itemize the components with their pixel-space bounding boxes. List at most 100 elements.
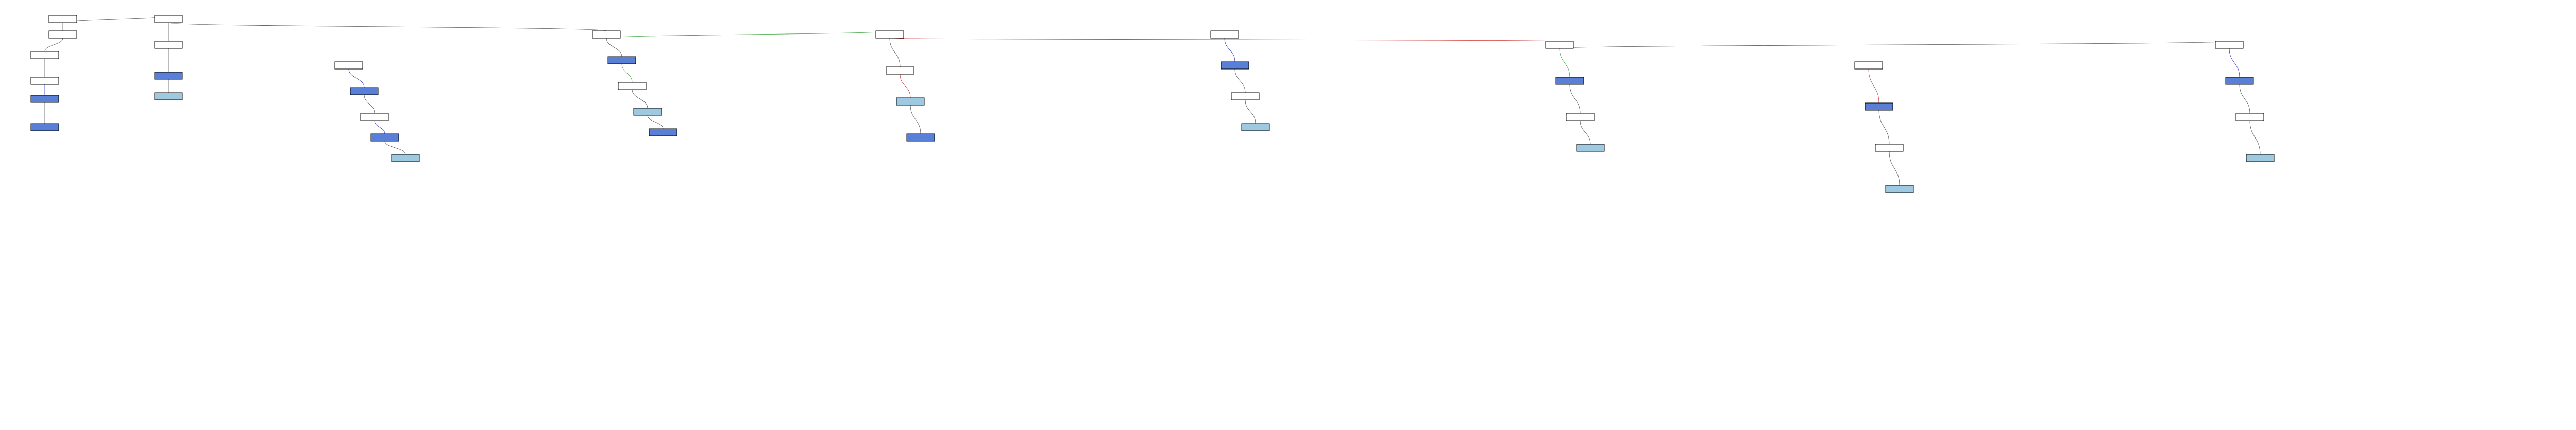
edge-n21-n29 — [889, 38, 1560, 42]
node-box — [875, 30, 904, 39]
node-box — [1875, 144, 1904, 152]
graph-node — [30, 95, 59, 103]
graph-node — [1241, 123, 1270, 131]
edge-n11-n12 — [348, 68, 365, 88]
graph-node — [370, 133, 399, 142]
edge-n27-n28 — [1245, 99, 1256, 124]
node-box — [1576, 144, 1605, 152]
node-box — [633, 108, 662, 116]
node-box — [48, 15, 77, 23]
node-box — [1210, 30, 1239, 39]
graph-node — [2215, 41, 2244, 49]
graph-node — [1231, 92, 1260, 100]
graph-node — [906, 133, 935, 142]
graph-node — [350, 87, 379, 95]
edge-n14-n15 — [384, 141, 406, 155]
node-box — [592, 30, 621, 39]
graph-node — [30, 77, 59, 85]
edge-n30-n31 — [1569, 84, 1581, 114]
graph-node — [607, 56, 636, 64]
edge-n21-n22 — [889, 38, 901, 67]
graph-node — [1566, 113, 1595, 121]
node-box — [1221, 61, 1249, 70]
edge-n19-n20 — [647, 115, 664, 129]
graph-node — [2246, 154, 2275, 162]
node-box — [30, 95, 59, 103]
node-box — [30, 77, 59, 85]
node-box — [2246, 154, 2275, 162]
node-box — [886, 66, 914, 75]
graph-node — [48, 15, 77, 23]
edge-n39-n40 — [2249, 120, 2261, 155]
node-box — [1555, 77, 1584, 85]
node-box — [1854, 61, 1883, 70]
node-box — [350, 87, 379, 95]
node-box — [30, 123, 59, 131]
graph-node — [48, 30, 77, 39]
graph-node — [154, 72, 183, 80]
edge-n16-n21 — [606, 30, 890, 39]
graph-node — [334, 61, 363, 70]
edge-n22-n23 — [900, 74, 911, 98]
node-box — [2235, 113, 2264, 121]
graph-node — [2235, 113, 2264, 121]
edges-layer — [44, 15, 2261, 186]
edge-n35-n36 — [1889, 151, 1900, 186]
node-box — [154, 41, 183, 49]
graph-node — [1555, 77, 1584, 85]
graph-node — [1854, 61, 1883, 70]
edge-n18-n19 — [632, 89, 648, 109]
graph-node — [886, 66, 914, 75]
graph-node — [592, 30, 621, 39]
edge-n16-n17 — [606, 38, 622, 57]
edge-n23-n24 — [910, 105, 921, 134]
node-box — [2225, 77, 2254, 85]
graph-node — [391, 154, 420, 162]
graph-node — [154, 41, 183, 49]
edge-n26-n27 — [1234, 68, 1246, 93]
graph-node — [154, 92, 183, 100]
graph-node — [30, 123, 59, 131]
edge-n34-n35 — [1878, 110, 1890, 145]
graph-node — [1875, 144, 1904, 152]
node-box — [1865, 102, 1893, 111]
edge-n13-n14 — [374, 120, 385, 134]
node-box — [896, 97, 925, 106]
edge-n33-n34 — [1868, 68, 1879, 104]
node-box — [649, 128, 677, 136]
graph-node — [1221, 61, 1249, 70]
node-box — [1241, 123, 1270, 131]
graph-node — [360, 113, 389, 121]
node-box — [154, 92, 183, 100]
node-box — [154, 15, 183, 23]
node-box — [607, 56, 636, 64]
node-box — [370, 133, 399, 142]
graph-node — [1865, 102, 1893, 111]
edge-n17-n18 — [621, 63, 633, 83]
node-box — [391, 154, 420, 162]
graph-node — [154, 15, 183, 23]
edge-n38-n39 — [2239, 84, 2250, 114]
graph-node — [633, 108, 662, 116]
edge-n25-n26 — [1224, 38, 1235, 62]
node-box — [906, 133, 935, 142]
graph-node — [1545, 41, 1574, 49]
node-box — [1885, 185, 1914, 193]
node-box — [1545, 41, 1574, 49]
edge-n7-n16 — [168, 22, 607, 31]
edge-n1-n7 — [62, 15, 169, 23]
node-box — [48, 30, 77, 39]
graph-node — [875, 30, 904, 39]
nodes-layer — [30, 15, 2275, 193]
edge-n12-n13 — [364, 94, 375, 114]
node-box — [2215, 41, 2244, 49]
edge-n29-n37 — [1559, 41, 2230, 49]
edge-n31-n32 — [1580, 120, 1591, 145]
graph-node — [1885, 185, 1914, 193]
edge-n37-n38 — [2229, 48, 2240, 78]
edge-n29-n30 — [1559, 48, 1570, 78]
node-box — [1231, 92, 1260, 100]
graph-node — [649, 128, 677, 136]
graph-node — [896, 97, 925, 106]
